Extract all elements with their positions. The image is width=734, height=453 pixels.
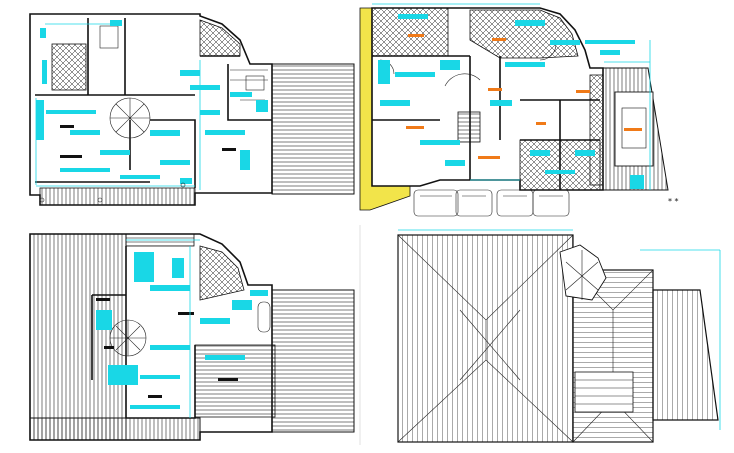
curved-tile [469, 9, 579, 59]
second-floor-plan [29, 233, 355, 441]
north-marks: * * [668, 197, 679, 206]
kitchen-tile [51, 43, 87, 91]
room-label-bar [60, 155, 82, 158]
ground-floor-plan [29, 13, 355, 206]
ground-terrace-hatch [39, 187, 196, 206]
garage-label-bar [624, 128, 642, 131]
ground-annotations [35, 20, 268, 190]
porch-roof-hatch [271, 63, 355, 195]
roof-plan [397, 229, 721, 443]
second-outer-wall [29, 233, 273, 441]
turret-roof [559, 244, 607, 301]
first-annotations [372, 3, 651, 190]
main-roof [397, 234, 574, 443]
bathtub [257, 301, 271, 333]
second-annotations [96, 239, 268, 418]
parked-cars [413, 189, 570, 217]
curved-room-tile [199, 19, 241, 57]
room-label-bar [60, 125, 74, 128]
stair-flight [457, 111, 481, 143]
first-floor-plan: * * [359, 3, 679, 217]
left-roof-hatch [29, 233, 127, 441]
room-label-bar [222, 148, 236, 151]
room-label-orange [408, 34, 424, 37]
